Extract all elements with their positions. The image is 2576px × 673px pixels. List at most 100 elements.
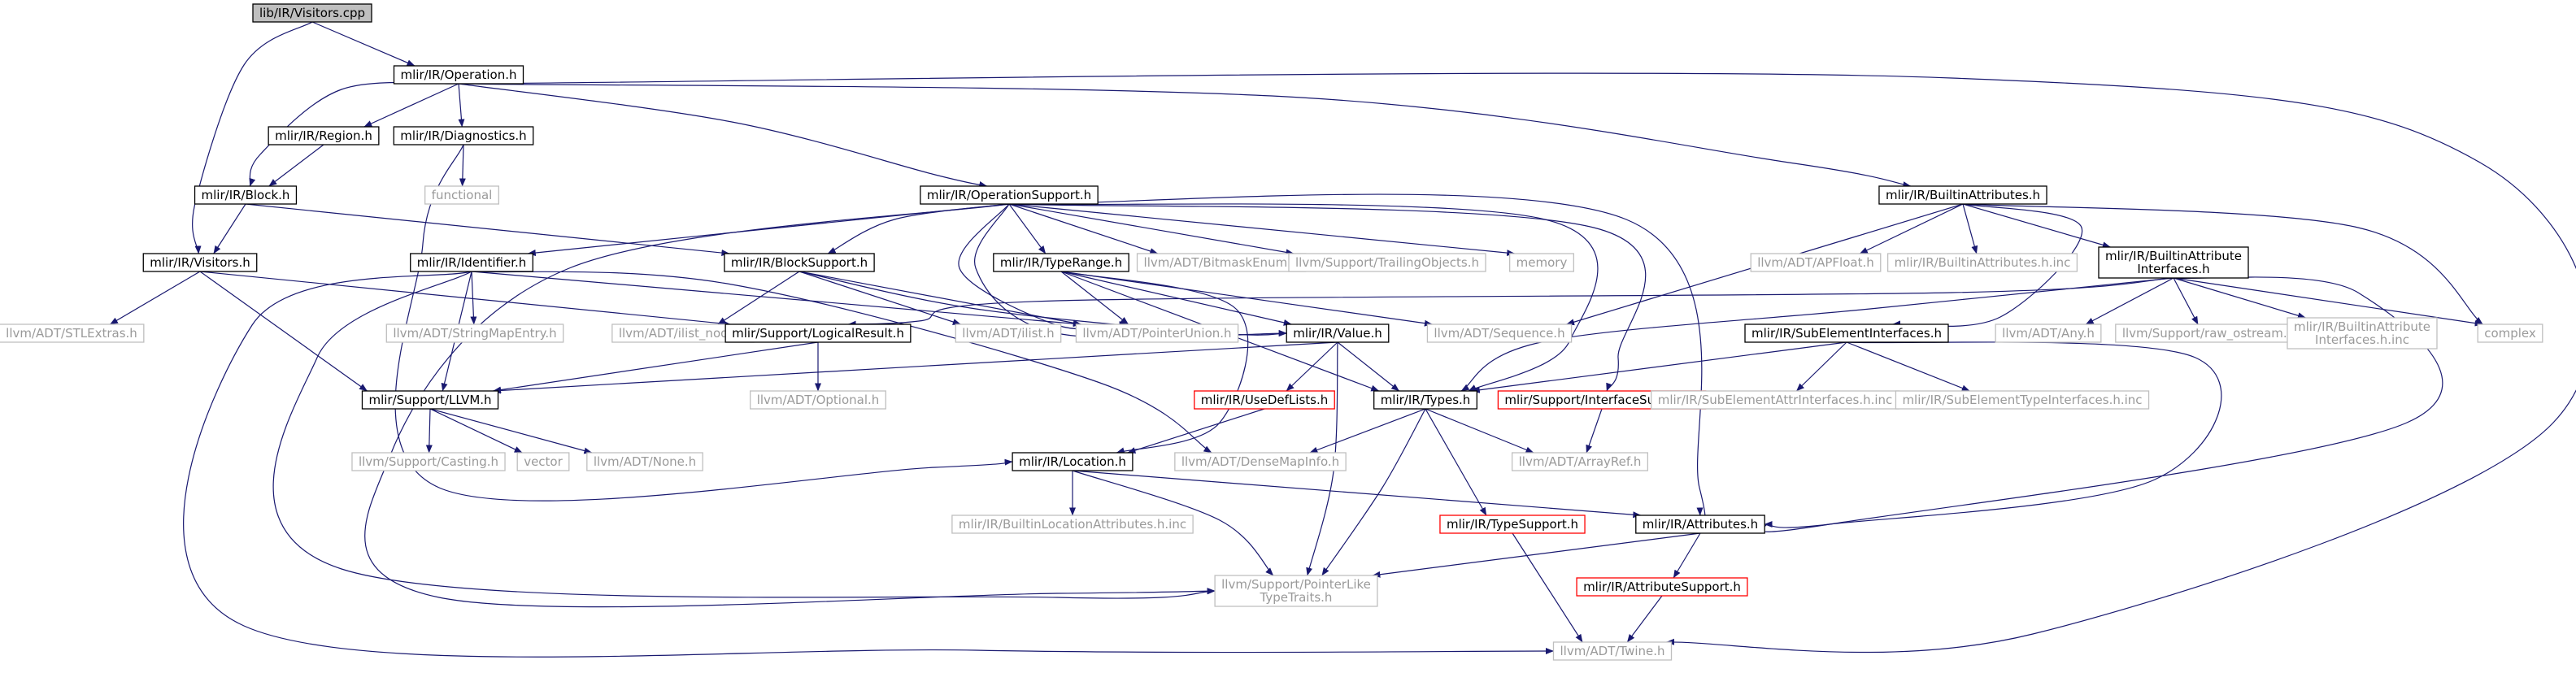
node-box	[252, 3, 372, 23]
node-box	[393, 65, 524, 85]
graph-node-types-h[interactable]: mlir/IR/Types.h	[1373, 390, 1477, 410]
graph-node-builtinloc-inc: mlir/IR/BuiltinLocationAttributes.h.inc	[951, 515, 1194, 534]
include-edge	[2173, 277, 2306, 319]
node-box	[351, 452, 506, 471]
node-label: lib/IR/Visitors.cpp	[259, 6, 365, 20]
graph-node-subelemattr-inc: mlir/IR/SubElementAttrInterfaces.h.inc	[1651, 390, 1899, 410]
node-box	[2098, 246, 2249, 279]
include-edge	[1008, 193, 1706, 519]
graph-node-value-h[interactable]: mlir/IR/Value.h	[1286, 323, 1390, 343]
graph-node-typerange-h[interactable]: mlir/IR/TypeRange.h	[993, 253, 1129, 272]
node-box	[1288, 253, 1486, 272]
node-label: llvm/Support/PointerLike	[1221, 577, 1371, 592]
graph-node-opsupport-h[interactable]: mlir/IR/OperationSupport.h	[920, 185, 1099, 205]
include-edge	[199, 271, 368, 392]
node-box	[2287, 317, 2438, 350]
include-edge	[1673, 532, 1701, 579]
graph-node-vector: vector	[516, 452, 570, 471]
graph-node-none: llvm/ADT/None.h	[586, 452, 703, 471]
include-edge	[1321, 408, 1426, 576]
node-label: mlir/IR/Identifier.h	[417, 255, 527, 270]
graph-node-diagnostics-h[interactable]: mlir/IR/Diagnostics.h	[393, 126, 534, 145]
node-box	[920, 185, 1099, 205]
include-edge	[429, 408, 593, 454]
graph-node-visitors-h[interactable]: mlir/IR/Visitors.h	[142, 253, 258, 272]
graph-node-functional: functional	[424, 185, 499, 205]
graph-node-operation-h[interactable]: mlir/IR/Operation.h	[393, 65, 524, 85]
include-edge	[1337, 341, 1399, 392]
graph-node-region-h[interactable]: mlir/IR/Region.h	[268, 126, 380, 145]
node-label: llvm/ADT/APFloat.h	[1757, 255, 1874, 270]
node-label: TypeTraits.h	[1260, 590, 1333, 605]
include-edge	[394, 144, 1013, 501]
include-edge	[1846, 341, 1970, 392]
graph-node-attrsupport-h[interactable]: mlir/IR/AttributeSupport.h	[1576, 577, 1748, 597]
node-label: mlir/IR/BuiltinAttributes.h.inc	[1895, 255, 2071, 270]
include-edge	[493, 341, 1338, 394]
node-label: llvm/ADT/STLExtras.h	[6, 326, 137, 341]
include-edge	[458, 83, 465, 128]
node-box	[1878, 185, 2047, 205]
node-label: mlir/IR/Types.h	[1381, 393, 1471, 407]
node-box	[385, 323, 564, 343]
include-edge	[1060, 271, 1292, 326]
node-label: llvm/ADT/ilist_node.h	[619, 326, 747, 341]
graph-node-llvm-h[interactable]: mlir/Support/LLVM.h	[361, 390, 499, 410]
graph-node-stlextras: llvm/ADT/STLExtras.h	[0, 323, 145, 343]
include-edge	[458, 83, 988, 188]
graph-node-location-h[interactable]: mlir/IR/Location.h	[1012, 452, 1134, 471]
graph-node-visitors-cpp[interactable]: lib/IR/Visitors.cpp	[252, 3, 372, 23]
node-label: llvm/ADT/PointerUnion.h	[1082, 326, 1231, 341]
graph-node-builtinattrs-h[interactable]: mlir/IR/BuiltinAttributes.h	[1878, 185, 2047, 205]
node-box	[142, 253, 258, 272]
include-edge	[192, 21, 313, 254]
node-label: llvm/ADT/DenseMapInfo.h	[1181, 454, 1339, 469]
edge-layer	[109, 21, 2576, 658]
graph-node-usedeflists-h[interactable]: mlir/IR/UseDefLists.h	[1194, 390, 1335, 410]
node-label: mlir/Support/LLVM.h	[368, 393, 491, 407]
include-edge	[109, 271, 201, 325]
node-box	[750, 390, 886, 410]
include-edge	[1072, 470, 1274, 576]
graph-node-arrayref: llvm/ADT/ArrayRef.h	[1511, 452, 1649, 471]
graph-node-block-h[interactable]: mlir/IR/Block.h	[194, 185, 298, 205]
include-edge	[311, 21, 416, 67]
graph-node-attributes-h[interactable]: mlir/IR/Attributes.h	[1635, 515, 1765, 534]
node-label: mlir/Support/InterfaceSupport.h	[1504, 393, 1699, 407]
node-label: llvm/ADT/ArrayRef.h	[1519, 454, 1642, 469]
node-label: llvm/ADT/Sequence.h	[1434, 326, 1564, 341]
include-edge	[268, 144, 324, 187]
node-label: mlir/IR/TypeRange.h	[1000, 255, 1122, 270]
node-box	[1511, 452, 1649, 471]
include-edge	[2085, 277, 2174, 325]
node-label: mlir/IR/SubElementAttrInterfaces.h.inc	[1658, 393, 1893, 407]
graph-node-typesupport-h[interactable]: mlir/IR/TypeSupport.h	[1439, 515, 1586, 534]
graph-node-densemapinfo: llvm/ADT/DenseMapInfo.h	[1174, 452, 1347, 471]
graph-node-twine: llvm/ADT/Twine.h	[1552, 641, 1673, 661]
node-box	[1509, 253, 1574, 272]
node-layer: lib/IR/Visitors.cpp mlir/IR/Operation.h ml…	[0, 3, 2543, 661]
graph-node-identifier-h[interactable]: mlir/IR/Identifier.h	[410, 253, 533, 272]
node-label: mlir/IR/Block.h	[202, 188, 290, 202]
include-edge	[1286, 341, 1338, 392]
graph-node-subelementifaces-h[interactable]: mlir/IR/SubElementInterfaces.h	[1744, 323, 1949, 343]
node-label: mlir/IR/Visitors.h	[150, 255, 250, 270]
node-label: mlir/IR/UseDefLists.h	[1201, 393, 1328, 407]
include-edge	[213, 203, 246, 254]
node-label: Interfaces.h	[2137, 262, 2209, 276]
node-box	[194, 185, 298, 205]
include-edge	[272, 271, 1216, 599]
include-edge	[429, 408, 523, 454]
include-edge	[798, 271, 1287, 337]
include-edge	[471, 271, 1212, 454]
node-label: mlir/IR/Diagnostics.h	[400, 128, 526, 143]
node-box	[1995, 323, 2102, 343]
include-edge	[1760, 276, 2443, 532]
graph-node-blocksupport-h[interactable]: mlir/IR/BlockSupport.h	[724, 253, 875, 272]
node-box	[1075, 323, 1239, 343]
graph-node-logicalresult-h[interactable]: mlir/Support/LogicalResult.h	[724, 323, 912, 343]
node-box	[516, 452, 570, 471]
node-box	[1194, 390, 1335, 410]
include-edge	[1309, 408, 1426, 454]
